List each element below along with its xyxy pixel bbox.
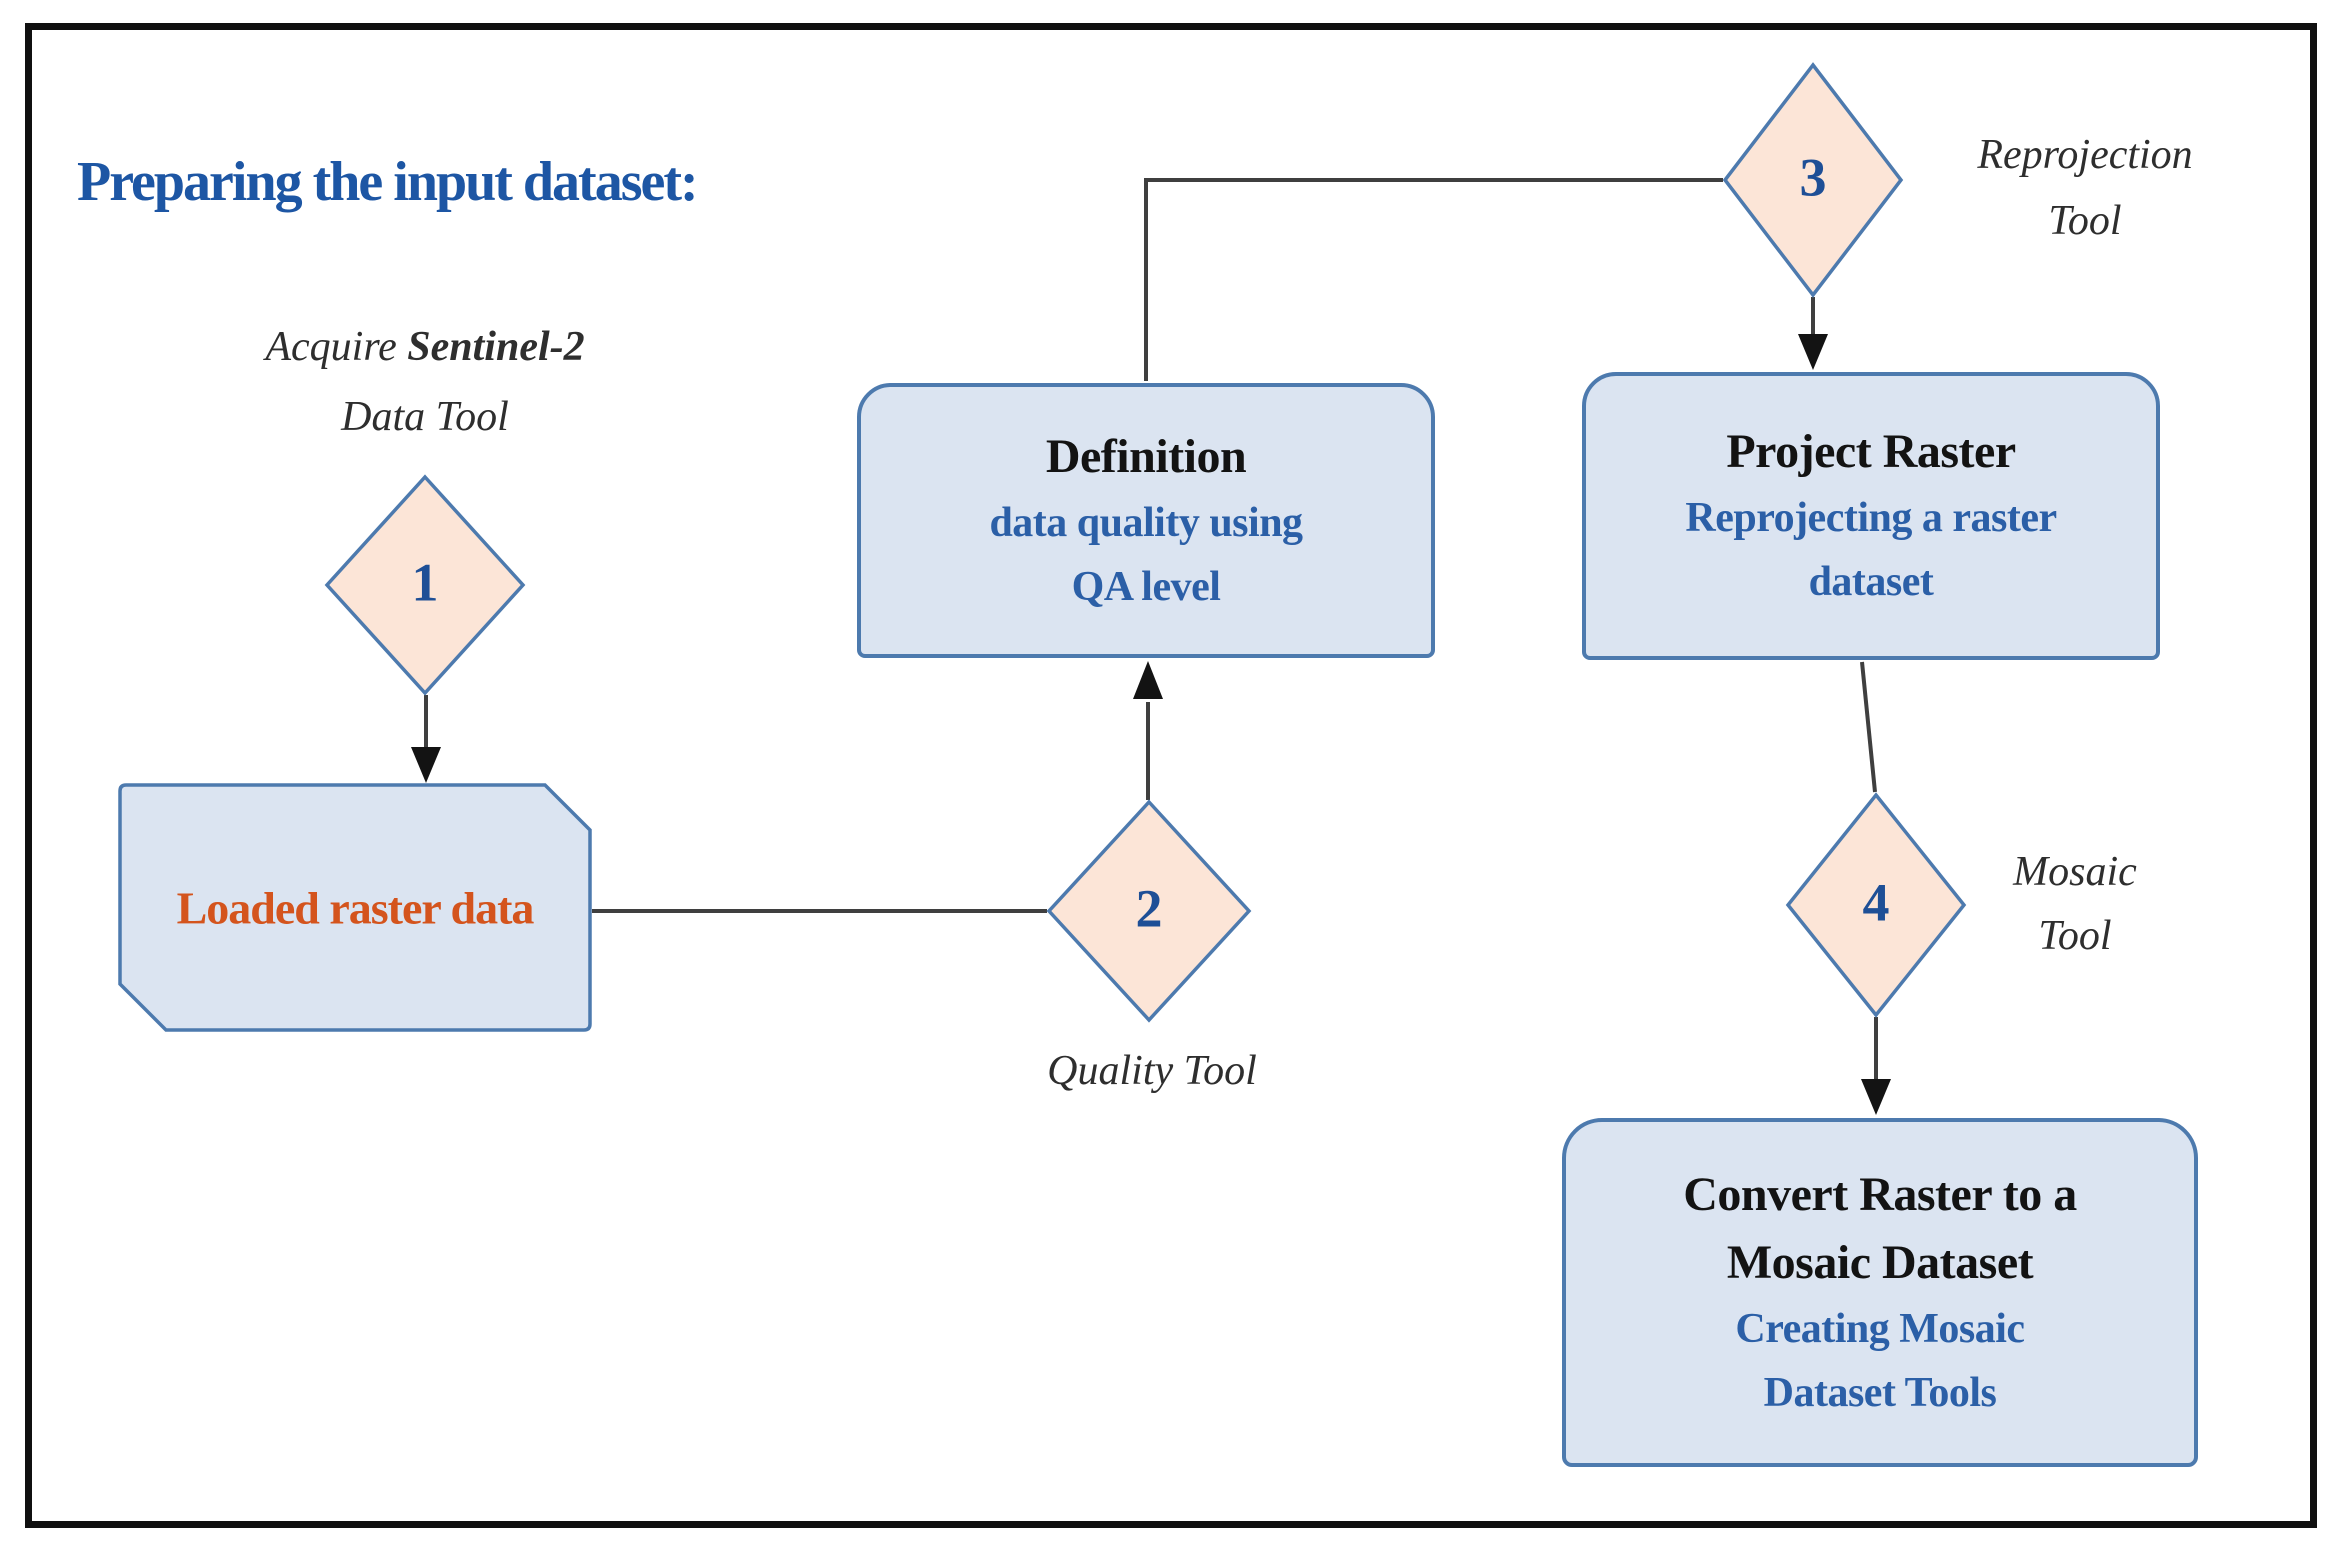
project-raster-node: Project Raster Reprojecting a raster dat…	[1582, 372, 2160, 660]
convert-raster-node: Convert Raster to a Mosaic Dataset Creat…	[1562, 1118, 2198, 1467]
step2-number: 2	[1135, 878, 1163, 939]
step3-tool-label-line2: Tool	[2048, 198, 2122, 244]
project-raster-node-subtitle-line1: Reprojecting a raster	[1685, 495, 2057, 541]
connector-project-to-step4	[1860, 661, 1877, 793]
project-raster-node-subtitle-line2: dataset	[1808, 559, 1934, 605]
convert-raster-node-subtitle-line2: Dataset Tools	[1763, 1369, 1997, 1416]
project-raster-node-title: Project Raster	[1726, 425, 2016, 478]
page-title: Preparing the input dataset:	[77, 151, 699, 213]
definition-node: Definition data quality using QA level	[857, 383, 1435, 658]
convert-raster-node-title-line2: Mosaic Dataset	[1726, 1235, 2034, 1289]
step3-number: 3	[1799, 147, 1827, 208]
step2-tool-label: Quality Tool	[1047, 1048, 1257, 1094]
decision-diamond-1	[324, 474, 526, 696]
definition-node-subtitle-line2: QA level	[1071, 563, 1221, 610]
decision-diamond-4	[1785, 792, 1967, 1018]
step4-tool-label-line2: Tool	[2038, 913, 2112, 959]
convert-raster-node-subtitle-line1: Creating Mosaic	[1735, 1305, 2025, 1352]
definition-node-subtitle-line1: data quality using	[989, 499, 1303, 546]
step1-tool-label-bold-part: Sentinel-2	[407, 324, 585, 370]
step1-number: 1	[411, 552, 439, 613]
step1-tool-label: Acquire Sentinel-2 Data Tool	[265, 312, 584, 452]
step4-number: 4	[1862, 872, 1890, 933]
step4-tool-label-line1: Mosaic	[2013, 849, 2137, 895]
step1-tool-label-italic-part: Acquire	[265, 324, 408, 370]
step1-tool-label-line2: Data Tool	[341, 394, 509, 440]
step3-tool-label: Reprojection Tool	[1977, 122, 2192, 254]
convert-raster-node-title-line1: Convert Raster to a	[1683, 1167, 2077, 1221]
step1-tool-label-line1: Acquire Sentinel-2	[265, 312, 584, 382]
definition-node-title: Definition	[1045, 429, 1247, 483]
step4-tool-label: Mosaic Tool	[2013, 840, 2137, 968]
arrowhead-into-loaded	[411, 747, 441, 783]
decision-diamond-3	[1722, 62, 1904, 298]
step3-tool-label-line1: Reprojection	[1977, 132, 2193, 178]
loaded-raster-data-text: Loaded raster data	[176, 882, 535, 934]
decision-diamond-2	[1046, 799, 1252, 1023]
loaded-raster-data-shape	[118, 783, 592, 1032]
connector-definition-to-step3	[1144, 178, 1723, 381]
arrowhead-into-convert	[1861, 1079, 1891, 1115]
arrowhead-into-project	[1798, 334, 1828, 370]
arrowhead-into-definition	[1133, 661, 1163, 699]
